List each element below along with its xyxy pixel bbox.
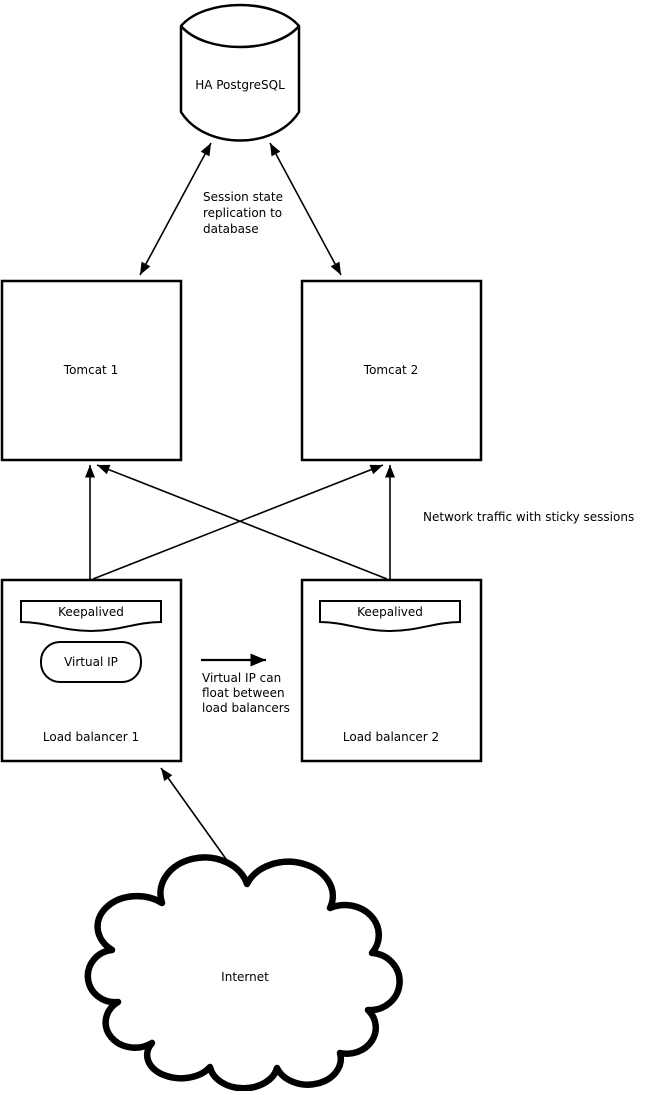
virtual-ip-label: Virtual IP	[64, 655, 118, 669]
arrow-db-tomcat2	[269, 142, 342, 276]
keepalived-banner-lb1	[20, 600, 162, 633]
lb1-label: Load balancer 1	[43, 730, 139, 744]
keepalived-label-lb1: Keepalived	[58, 605, 124, 619]
arrow-lb1-tomcat2	[92, 464, 384, 580]
database-cylinder-top-arc	[180, 25, 300, 49]
annotation-line: replication to	[203, 206, 282, 220]
annotation-line: database	[203, 222, 259, 236]
tomcat2-label: Tomcat 2	[363, 363, 418, 377]
tomcat2-box	[300, 279, 483, 462]
annotation-line: load balancers	[202, 701, 290, 715]
annotation-line: Virtual IP can	[202, 671, 281, 685]
sticky-sessions-annotation: Network traffic with sticky sessions	[423, 510, 634, 524]
arrow-db-tomcat1	[139, 142, 212, 276]
keepalived-banner-lb2	[319, 600, 461, 633]
tomcat1-box	[0, 279, 183, 462]
annotation-line: float between	[202, 686, 285, 700]
lb2-label: Load balancer 2	[343, 730, 439, 744]
database-cylinder	[179, 3, 301, 142]
keepalived-label-lb2: Keepalived	[357, 605, 423, 619]
internet-label: Internet	[221, 970, 269, 984]
annotation-line: Session state	[203, 190, 283, 204]
arrow-lb2-tomcat1	[96, 464, 388, 580]
session-replication-annotation: Session state replication to database	[203, 190, 287, 236]
vip-float-annotation: Virtual IP can float between load balanc…	[202, 671, 290, 715]
internet-cloud	[84, 854, 403, 1092]
tomcat1-label: Tomcat 1	[63, 363, 118, 377]
virtual-ip-pill	[40, 641, 142, 683]
database-label: HA PostgreSQL	[195, 78, 285, 92]
